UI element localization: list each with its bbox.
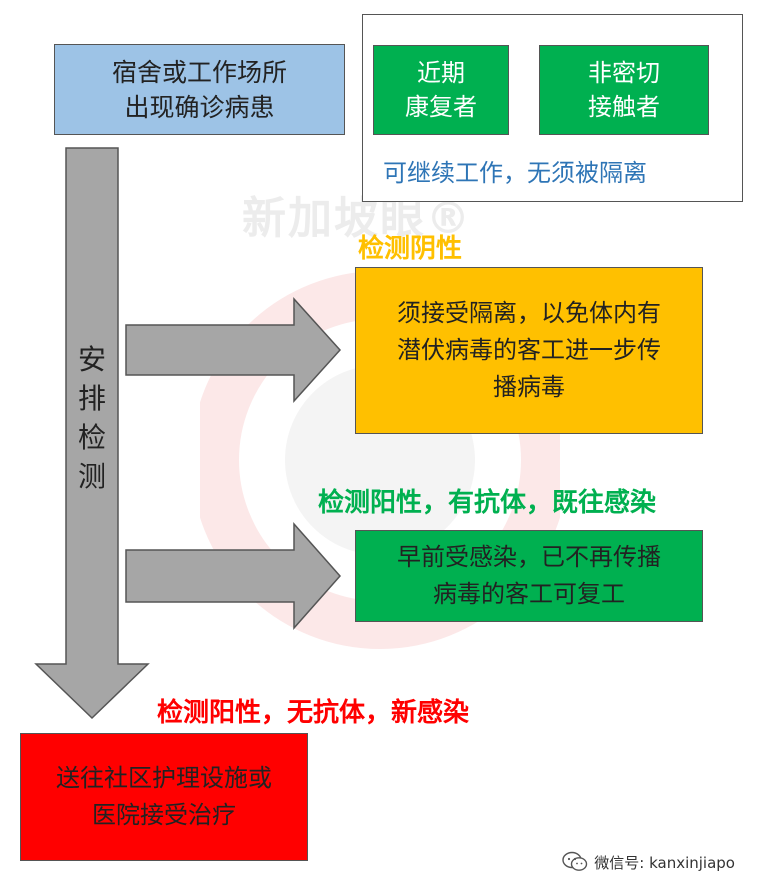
wechat-icon (562, 851, 588, 871)
start-box-text: 宿舍或工作场所 出现确诊病患 (111, 57, 287, 122)
negative-text: 须接受隔离，以免体内有 潜伏病毒的客工进一步传 播病毒 (397, 299, 661, 401)
non-close-contact-text: 非密切 接触者 (588, 59, 660, 121)
exempt-note: 可继续工作，无须被隔离 (383, 159, 647, 187)
recent-recovered-text: 近期 康复者 (405, 59, 477, 121)
antibody-box: 早前受感染，已不再传播 病毒的客工可复工 (355, 530, 703, 622)
footer-text: 微信号: kanxinjiapo (594, 853, 735, 872)
new-infection-label: 检测阳性，无抗体，新感染 (157, 698, 470, 728)
antibody-label: 检测阳性，有抗体，既往感染 (318, 488, 657, 518)
negative-box: 须接受隔离，以免体内有 潜伏病毒的客工进一步传 播病毒 (355, 267, 703, 434)
arrow-to-antibody (125, 522, 342, 630)
non-close-contact-box: 非密切 接触者 (539, 45, 709, 135)
recent-recovered-box: 近期 康复者 (373, 45, 509, 135)
footer: 微信号: kanxinjiapo (562, 851, 735, 873)
main-arrow-label: 安 排 检 测 (77, 343, 106, 493)
new-infection-text: 送往社区护理设施或 医院接受治疗 (56, 764, 272, 829)
main-down-arrow (34, 147, 150, 720)
arrow-to-negative (125, 297, 342, 403)
antibody-text: 早前受感染，已不再传播 病毒的客工可复工 (397, 543, 661, 608)
exempt-group: 近期 康复者 非密切 接触者 可继续工作，无须被隔离 (362, 14, 743, 202)
negative-label: 检测阴性 (358, 234, 463, 264)
start-box: 宿舍或工作场所 出现确诊病患 (54, 44, 345, 135)
new-infection-box: 送往社区护理设施或 医院接受治疗 (20, 733, 308, 861)
